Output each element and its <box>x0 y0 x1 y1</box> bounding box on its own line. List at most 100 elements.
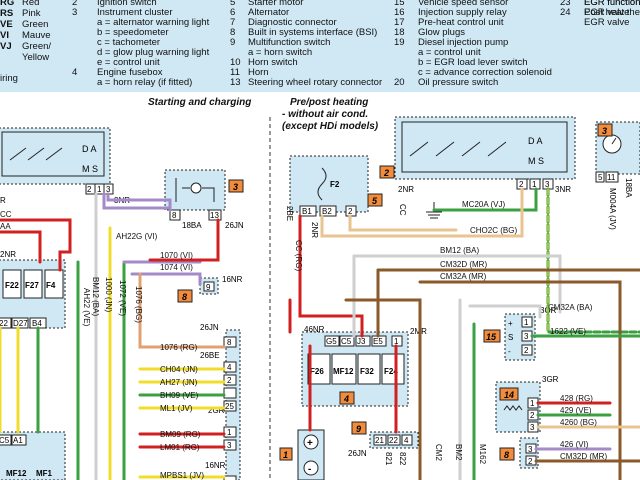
svg-text:22: 22 <box>0 319 8 328</box>
svg-text:14: 14 <box>504 390 514 400</box>
badge-4 <box>339 391 355 405</box>
svg-text:18BA: 18BA <box>624 178 633 198</box>
instrument-cluster: 3 8 13 18BA 26JN <box>164 169 244 230</box>
ign-letters: D A <box>82 144 97 154</box>
svg-text:F2: F2 <box>330 180 340 189</box>
color-name: Red <box>22 0 40 8</box>
badge-9 <box>351 421 367 435</box>
svg-text:R: R <box>0 196 6 205</box>
svg-text:3: 3 <box>106 185 111 194</box>
svg-text:821: 821 <box>384 452 393 466</box>
section-title-preheat-3: (except HDi models) <box>282 121 379 132</box>
svg-text:1070 (VI): 1070 (VI) <box>160 251 193 260</box>
svg-text:3: 3 <box>524 332 529 341</box>
svg-text:11: 11 <box>607 173 616 182</box>
svg-text:2NR: 2NR <box>0 250 16 259</box>
svg-text:46NR: 46NR <box>304 325 325 334</box>
svg-text:2: 2 <box>519 180 524 189</box>
svg-text:E5: E5 <box>373 337 383 346</box>
svg-text:1: 1 <box>227 428 232 437</box>
color-name: Yellow <box>22 52 50 63</box>
svg-text:1: 1 <box>532 180 537 189</box>
svg-text:2: 2 <box>227 376 232 385</box>
badge-5 <box>367 193 383 207</box>
svg-text:2NR: 2NR <box>310 222 319 238</box>
fuse-f2: F2 B1 B2 2 2NR 2BE 5 CC <box>285 155 407 238</box>
fusebox-lower-left: C5 A1 MF12 MF1 <box>0 431 66 480</box>
svg-text:-: - <box>508 347 511 356</box>
svg-text:1076 (BG): 1076 (BG) <box>134 286 143 323</box>
svg-text:13: 13 <box>210 211 219 220</box>
svg-text:3NR: 3NR <box>555 185 571 194</box>
svg-text:CC: CC <box>0 210 12 219</box>
ign-ms: M S <box>82 164 98 174</box>
svg-text:B4: B4 <box>32 319 42 328</box>
svg-text:822: 822 <box>398 452 407 466</box>
svg-text:4: 4 <box>227 363 232 372</box>
svg-text:AH22 (VE): AH22 (VE) <box>82 288 91 327</box>
svg-text:1076 (RG): 1076 (RG) <box>160 343 198 352</box>
svg-text:CC (RG): CC (RG) <box>294 240 303 271</box>
svg-text:1: 1 <box>394 337 399 346</box>
fusebox-left: 2NR F22 F27 F4 22 D27 B4 <box>0 250 66 329</box>
svg-text:3: 3 <box>227 441 232 450</box>
svg-text:F26: F26 <box>310 367 324 376</box>
svg-text:3: 3 <box>233 182 238 192</box>
svg-text:21: 21 <box>375 436 384 445</box>
vehicle-speed-sensor: 15 3GR + S - 1 3 2 <box>483 306 557 361</box>
color-name: Green <box>22 19 49 30</box>
svg-text:9: 9 <box>356 424 361 434</box>
badge-3 <box>228 179 244 193</box>
ignition-switch: D A M S 2 1 3 3NR R <box>0 127 130 205</box>
svg-text:D A: D A <box>528 136 543 146</box>
svg-text:AH27 (JN): AH27 (JN) <box>160 378 198 387</box>
svg-text:CM32D (MR): CM32D (MR) <box>560 452 607 461</box>
svg-text:CM2: CM2 <box>434 444 443 461</box>
color-code: VJ <box>0 41 12 52</box>
wiring-legend: RG Red RS Pink VE Green VI Mauve VJ Gree… <box>0 0 640 92</box>
svg-text:2: 2 <box>528 457 533 466</box>
svg-text:1: 1 <box>524 318 529 327</box>
svg-text:26JN: 26JN <box>200 323 219 332</box>
svg-text:CH04 (JN): CH04 (JN) <box>160 365 198 374</box>
bsi-main: 26JN 26BE 2GR 16NR 8 4 2 25 1 3 <box>200 323 241 480</box>
color-code: RS <box>0 8 14 19</box>
svg-text:F32: F32 <box>360 367 374 376</box>
svg-text:F4: F4 <box>46 281 56 290</box>
svg-text:5: 5 <box>372 196 378 206</box>
svg-text:9: 9 <box>206 283 211 292</box>
badge-8-right <box>499 447 515 461</box>
svg-text:16NR: 16NR <box>205 461 226 470</box>
svg-text:3: 3 <box>530 423 535 432</box>
bsi-small-right: 8 3 2 <box>499 437 539 469</box>
svg-text:MF12: MF12 <box>333 367 354 376</box>
svg-text:2: 2 <box>383 168 389 178</box>
svg-text:S: S <box>508 333 513 342</box>
badge-1 <box>279 447 293 461</box>
svg-text:BM12 (BA): BM12 (BA) <box>440 246 479 255</box>
svg-text:MPBS1 (JV): MPBS1 (JV) <box>160 471 204 480</box>
svg-text:22: 22 <box>389 436 398 445</box>
legend-wiring-word: iring <box>0 73 18 84</box>
wiring-diagram: D A M S 2 1 3 3NR R 3 8 13 18BA 26JN 9 1… <box>0 116 640 480</box>
badge-8 <box>177 289 193 303</box>
svg-text:+: + <box>307 438 313 449</box>
svg-text:CC: CC <box>398 204 407 216</box>
svg-text:MC20A (VJ): MC20A (VJ) <box>462 200 505 209</box>
svg-text:2: 2 <box>87 185 92 194</box>
svg-text:3: 3 <box>602 126 607 136</box>
svg-text:4260 (BG): 4260 (BG) <box>560 418 597 427</box>
svg-text:BM12 (BA): BM12 (BA) <box>91 277 100 316</box>
svg-text:4: 4 <box>404 436 409 445</box>
svg-text:CM32D (MR): CM32D (MR) <box>440 260 487 269</box>
svg-text:429 (VE): 429 (VE) <box>560 406 592 415</box>
svg-text:2NR: 2NR <box>398 185 414 194</box>
badge-14 <box>499 387 519 401</box>
section-title-preheat-1: Pre/post heating <box>290 97 369 108</box>
svg-text:1: 1 <box>530 399 535 408</box>
svg-text:B1: B1 <box>302 207 312 216</box>
svg-text:C5: C5 <box>0 436 10 445</box>
svg-text:8: 8 <box>182 292 187 302</box>
svg-text:3GR: 3GR <box>542 375 559 384</box>
wire-labels-right: MC20A (VJ) CHO2C (BG) BM12 (BA) CM32D (M… <box>294 200 607 465</box>
